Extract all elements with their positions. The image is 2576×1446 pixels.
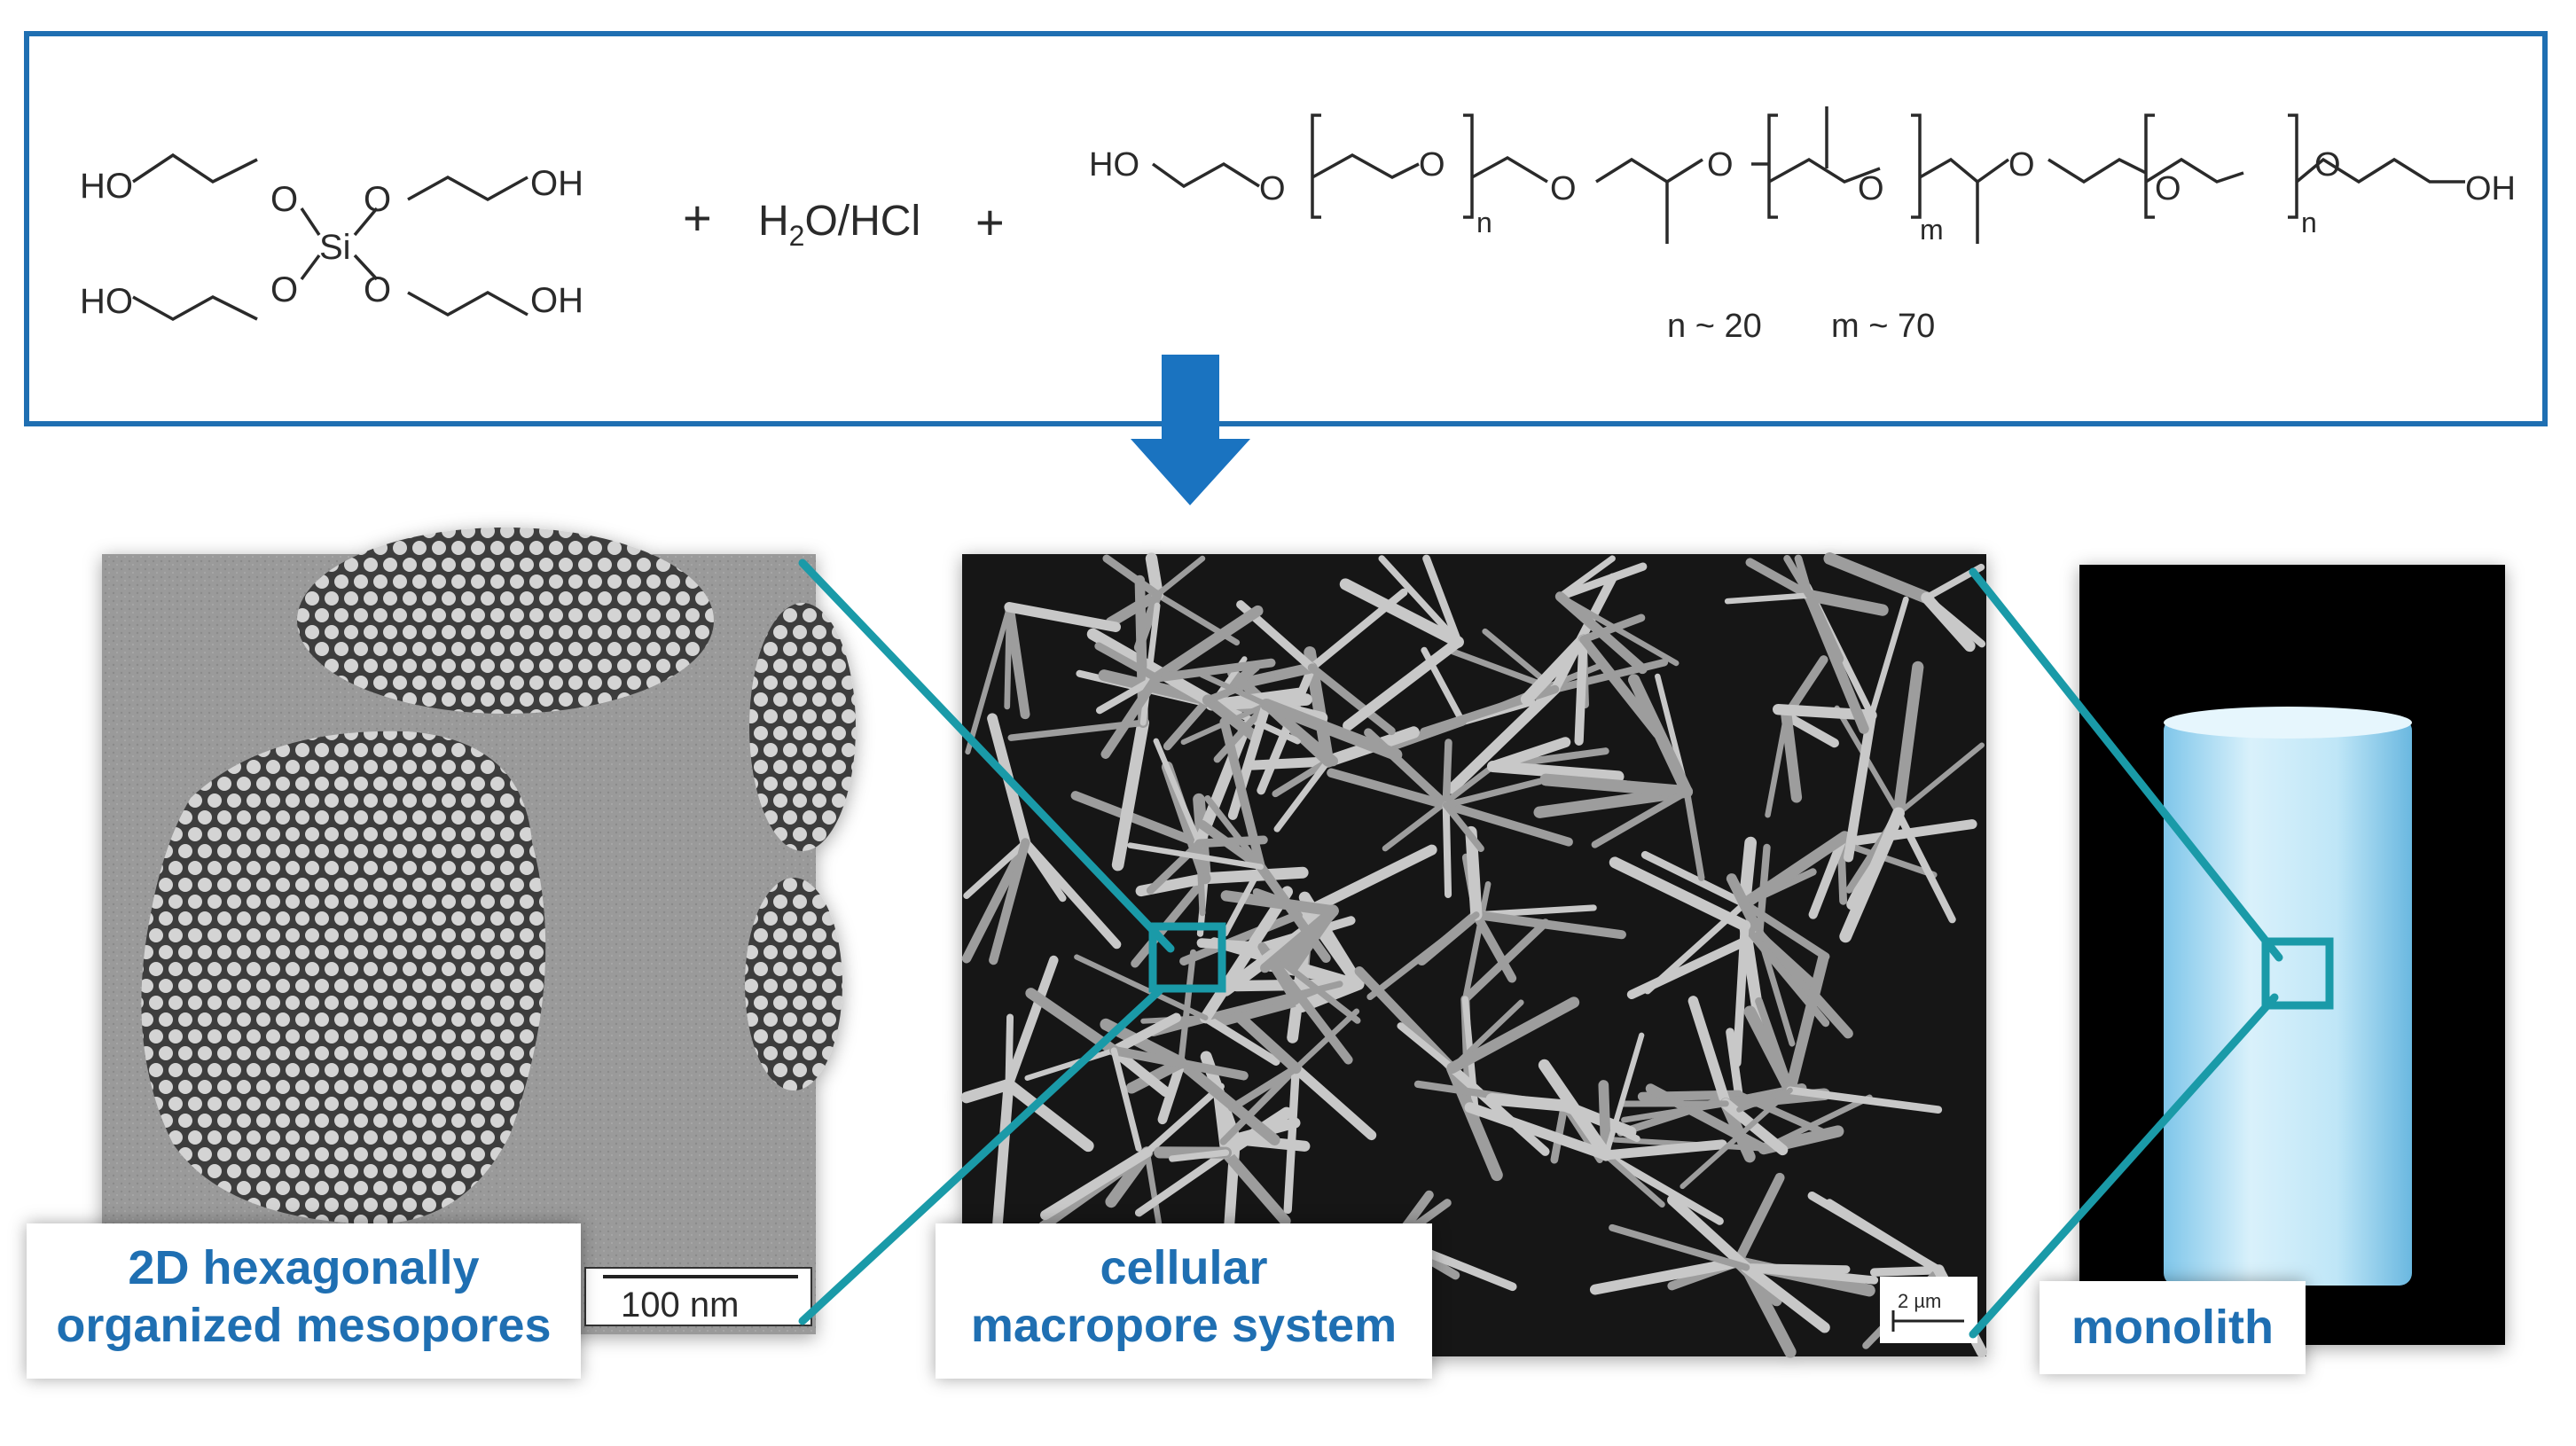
polymer-o-5: O [1858,170,1884,207]
scale-bar-2um: 2 µm [1898,1290,1941,1312]
macropore-strut [1007,607,1010,707]
macropore-strut [1008,1017,1010,1084]
macropore-strut [1579,639,1584,741]
polymer-n-1: n [1476,207,1492,238]
polymer-o-8: O [2314,146,2341,184]
macropore-strut [1446,743,1449,805]
caption-macropores: cellular macropore system [936,1223,1432,1379]
silane-oh-top: OH [530,164,583,203]
caption-monolith-text: monolith [2040,1299,2306,1356]
scale-bar-100nm: 100 nm [621,1286,739,1325]
plus-sign-2: + [975,194,1005,250]
polymer-ho: HO [1089,146,1139,184]
polymer-o-2: O [1419,146,1445,184]
polymer-o-6: O [2008,146,2035,184]
polymer-n-2: n [2301,207,2317,238]
silane-ho-top: HO [80,167,133,206]
polymer-o-3: O [1550,170,1577,207]
reaction-frame [27,34,2545,424]
macropore-strut [1492,1099,1564,1106]
m-value-label: m ~ 70 [1831,308,1935,345]
caption-monolith: monolith [2040,1281,2306,1374]
silane-ho-bottom: HO [80,282,133,321]
macropore-strut [1199,843,1202,912]
n-value-label: n ~ 20 [1667,308,1762,345]
polymer-m: m [1920,214,1944,246]
silane-si: Si [319,228,351,267]
polymer-o-7: O [2155,170,2181,207]
monolith-photo [2079,565,2505,1345]
caption-mesopores-line2: organized mesopores [27,1297,581,1355]
caption-macropores-line1: cellular [936,1239,1432,1297]
plus-sign-1: + [683,190,712,246]
macropore-strut [1875,1270,1939,1272]
silane-o-bottom-right: O [364,270,391,309]
silane-oh-bottom: OH [530,281,583,320]
silane-o-bottom-left: O [270,270,298,309]
silane-o-top-right: O [364,180,391,219]
caption-macropores-line2: macropore system [936,1297,1432,1355]
tem-mesopore-image [102,528,856,1334]
macropore-strut [1446,805,1448,895]
caption-mesopores-line1: 2D hexagonally [27,1239,581,1297]
polymer-oh: OH [2465,170,2516,207]
reagent-text: H2O/HCl [758,198,920,252]
silane-o-top-left: O [270,180,298,219]
polymer-o-1: O [1259,170,1286,207]
caption-mesopores: 2D hexagonally organized mesopores [27,1223,581,1379]
macropore-strut [1202,943,1262,947]
polymer-o-4: O [1707,146,1734,184]
